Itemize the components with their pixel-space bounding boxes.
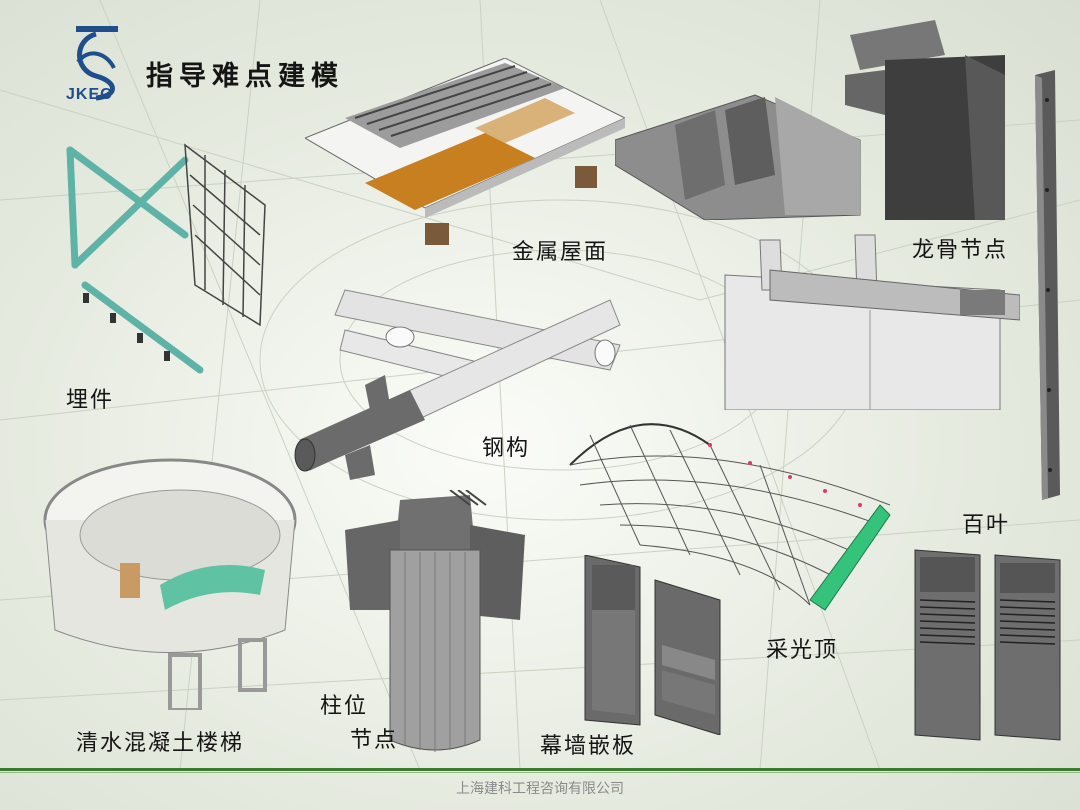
label-embedded-parts: 埋件 xyxy=(66,388,115,413)
louver-model xyxy=(914,549,1061,741)
label-skylight: 采光顶 xyxy=(766,638,839,663)
skylight-model xyxy=(569,423,891,611)
steel-structure-model xyxy=(294,289,621,480)
curtain-wall-section-model xyxy=(724,234,1020,410)
page-title: 指导难点建模 xyxy=(146,61,344,92)
concrete-stair-model xyxy=(43,458,297,710)
footer-company-name: 上海建科工程咨询有限公司 xyxy=(456,781,624,797)
curtain-wall-panel-model xyxy=(584,555,721,735)
mullion-bar-model xyxy=(1035,70,1060,500)
label-steel-structure: 钢构 xyxy=(482,436,531,461)
keel-profile-model xyxy=(615,94,861,220)
background-drawing xyxy=(0,0,1080,770)
footer-divider-thin xyxy=(0,772,1080,773)
label-metal-roof: 金属屋面 xyxy=(512,240,609,265)
label-column-node-line1: 柱位 xyxy=(320,694,369,719)
label-louver: 百叶 xyxy=(962,513,1011,538)
label-concrete-stair: 清水混凝土楼梯 xyxy=(76,731,245,756)
label-curtain-wall-panel: 幕墙嵌板 xyxy=(540,734,637,759)
footer-divider xyxy=(0,768,1080,771)
keel-column-model xyxy=(845,20,1005,220)
company-logo-icon xyxy=(76,26,118,101)
embedded-parts-model xyxy=(66,143,266,374)
column-node-model xyxy=(345,490,525,752)
logo-text: JKEC xyxy=(66,86,113,103)
metal-roof-model xyxy=(305,58,625,245)
label-column-node-line2: 节点 xyxy=(350,728,399,753)
label-keel-node: 龙骨节点 xyxy=(912,238,1009,263)
